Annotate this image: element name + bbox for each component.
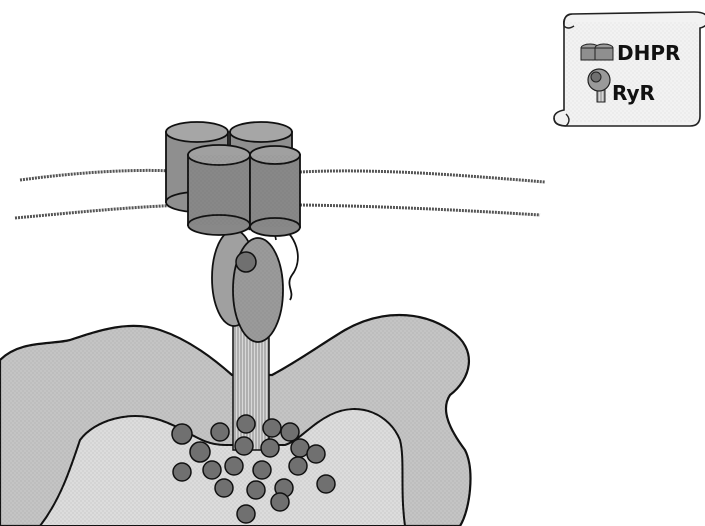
calcium-ion [261,439,279,457]
calcium-ion [225,457,243,475]
ryr-calcium-site [236,252,256,272]
legend: DHPR RyR [554,12,705,126]
calcium-ion [289,457,307,475]
ryr-head [212,225,298,342]
calcium-ion [253,461,271,479]
calcium-ion [263,419,281,437]
dhpr-cylinder-front-left [188,145,250,235]
calcium-ion [247,481,265,499]
calcium-ion [271,493,289,511]
calcium-ion [307,445,325,463]
calcium-ion [172,424,192,444]
calcium-ion [190,442,210,462]
legend-label-ryr: RyR [612,81,655,105]
calcium-ion [317,475,335,493]
calcium-ion [215,479,233,497]
calcium-ion [211,423,229,441]
legend-label-dhpr: DHPR [617,41,680,65]
calcium-ion [237,415,255,433]
calcium-ion [173,463,191,481]
calcium-ion [281,423,299,441]
dhpr-cylinder-front-right [250,146,300,236]
dhpr-tetrad [166,122,300,236]
calcium-ion [237,505,255,523]
calcium-ion [203,461,221,479]
dhpr-legend-icon [581,44,613,60]
calcium-ion [235,437,253,455]
